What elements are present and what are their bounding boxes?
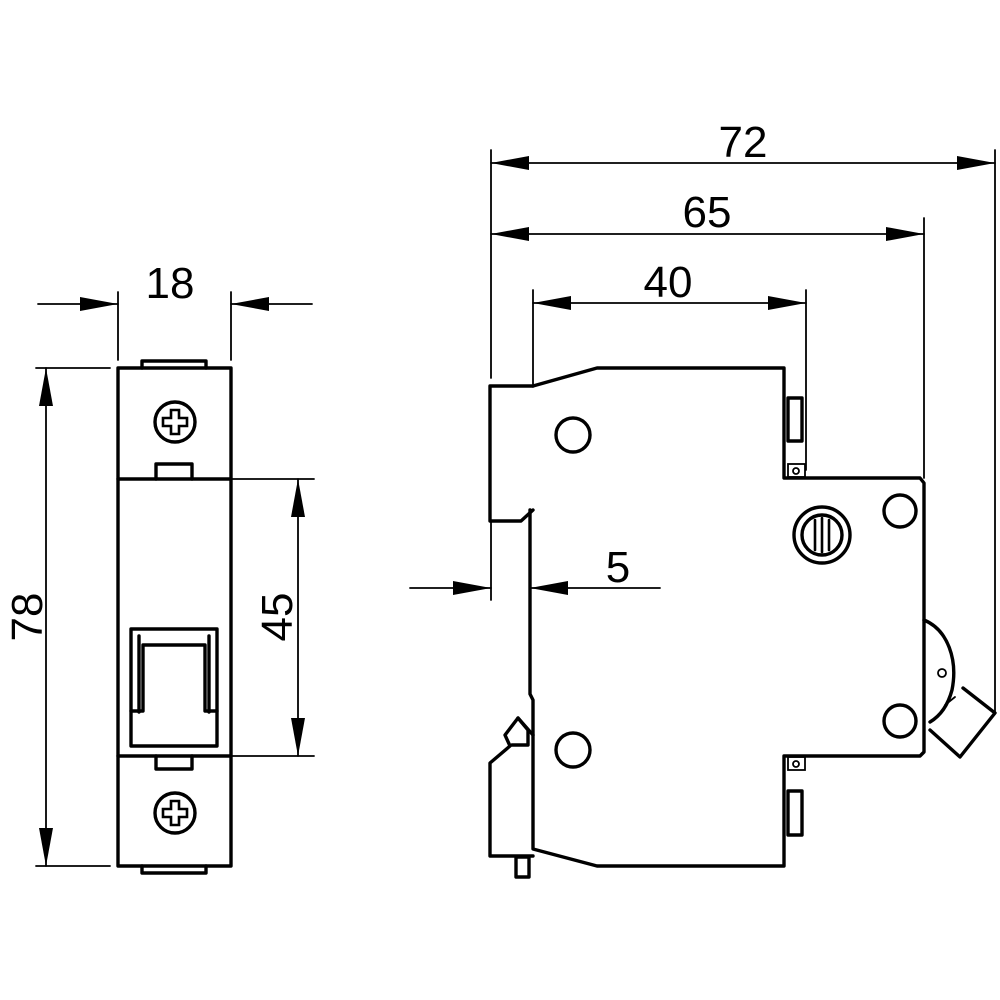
arrow-head xyxy=(39,828,53,866)
arrow-head xyxy=(291,479,305,517)
front-toggle-handle xyxy=(129,627,219,748)
front-body-outline xyxy=(116,366,233,868)
side-view: 72 65 40 5 xyxy=(409,118,997,879)
arrow-head xyxy=(231,297,269,311)
side-upper-left-hole xyxy=(554,416,592,454)
arrow-head xyxy=(291,718,305,756)
front-lower-window xyxy=(154,754,194,771)
side-depth-40-dimension: 40 xyxy=(532,258,807,471)
front-upper-screw-icon xyxy=(153,400,197,444)
arrow-head xyxy=(533,296,571,310)
side-rivet-icon xyxy=(792,505,852,565)
side-total-depth-label: 72 xyxy=(719,118,768,167)
front-height-dimension: 78 xyxy=(3,367,111,867)
front-upper-window xyxy=(154,462,194,481)
arrow-head xyxy=(39,368,53,406)
arrow-head xyxy=(80,297,118,311)
side-lower-small-window xyxy=(787,756,806,771)
side-lower-terminal-clip xyxy=(786,789,804,837)
front-height-label: 78 xyxy=(3,593,52,642)
arrow-head xyxy=(491,156,529,170)
side-body-outline xyxy=(528,366,926,868)
front-lower-screw-icon xyxy=(153,791,197,835)
side-upper-small-window xyxy=(787,463,806,478)
front-view: 18 78 45 xyxy=(3,259,315,875)
side-bottom-pin xyxy=(514,855,531,879)
front-bottom-tab xyxy=(140,864,208,875)
side-depth-40-label: 40 xyxy=(644,258,693,307)
side-upper-right-hole xyxy=(882,493,918,529)
side-lower-left-hole xyxy=(554,731,592,769)
side-total-depth-dimension: 72 xyxy=(490,118,996,714)
arrow-head xyxy=(768,296,806,310)
side-depth-65-label: 65 xyxy=(683,188,732,237)
front-width-dimension: 18 xyxy=(37,259,313,361)
side-depth-65-dimension: 65 xyxy=(490,188,925,479)
side-din-clip-upper xyxy=(488,384,535,523)
side-upper-terminal-clip xyxy=(786,396,804,443)
side-lower-right-hole xyxy=(882,703,918,739)
side-din-hook xyxy=(510,716,530,747)
arrow-head xyxy=(957,156,995,170)
arrow-head xyxy=(530,581,568,595)
side-offset-dimension: 5 xyxy=(409,509,661,601)
front-top-tab xyxy=(140,359,208,370)
front-width-label: 18 xyxy=(146,259,195,308)
arrow-head xyxy=(491,227,529,241)
side-toggle-lever xyxy=(922,618,997,759)
side-offset-label: 5 xyxy=(606,543,630,592)
arrow-head xyxy=(453,581,491,595)
front-terminal-pitch-label: 45 xyxy=(253,593,302,642)
arrow-head xyxy=(886,227,924,241)
front-terminal-pitch-dimension: 45 xyxy=(230,478,315,757)
